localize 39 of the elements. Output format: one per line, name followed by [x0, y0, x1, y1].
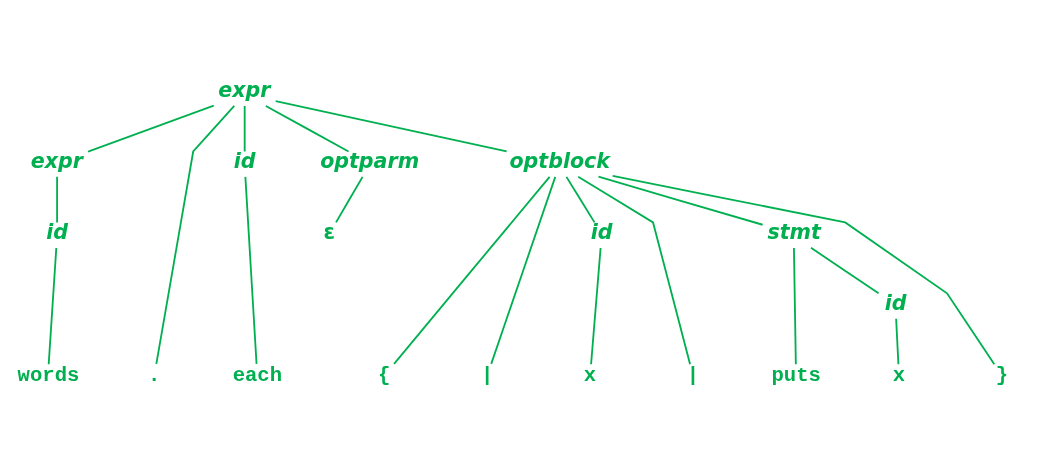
- connector: [244, 175, 258, 365]
- node-text: x: [892, 363, 906, 387]
- connector: [47, 247, 58, 366]
- node-text: |: [686, 363, 700, 387]
- connector: [335, 175, 364, 224]
- node-text: puts: [771, 363, 821, 387]
- connector: [155, 104, 236, 365]
- connector: [393, 175, 551, 365]
- node-text: optblock: [509, 148, 610, 173]
- connector: [611, 175, 996, 366]
- node-text: .: [148, 363, 161, 387]
- node-text: each: [232, 363, 283, 387]
- connector: [793, 247, 797, 366]
- node-text: ε: [323, 219, 336, 244]
- connector: [264, 105, 350, 153]
- node-text: id: [46, 219, 69, 244]
- node-text: id: [233, 148, 256, 173]
- node-text: {: [377, 363, 391, 387]
- node-text: x: [583, 363, 597, 387]
- connector: [597, 175, 764, 226]
- node-text: expr: [218, 78, 271, 103]
- node-text: stmt: [767, 219, 821, 244]
- node-text: |: [480, 363, 494, 387]
- connector: [590, 247, 602, 366]
- node-text: id: [884, 290, 907, 315]
- connector: [895, 317, 900, 366]
- connector: [243, 105, 246, 153]
- node-text: optparm: [320, 148, 420, 173]
- node-text: id: [590, 219, 613, 244]
- connector: [577, 175, 691, 366]
- connector: [810, 246, 880, 295]
- node-text: }: [995, 363, 1008, 387]
- connector: [565, 175, 596, 224]
- connector: [56, 175, 58, 224]
- node-text: words: [17, 363, 80, 387]
- connector: [87, 104, 215, 153]
- node-text: expr: [30, 148, 83, 173]
- connector: [274, 100, 508, 153]
- connector: [490, 175, 557, 365]
